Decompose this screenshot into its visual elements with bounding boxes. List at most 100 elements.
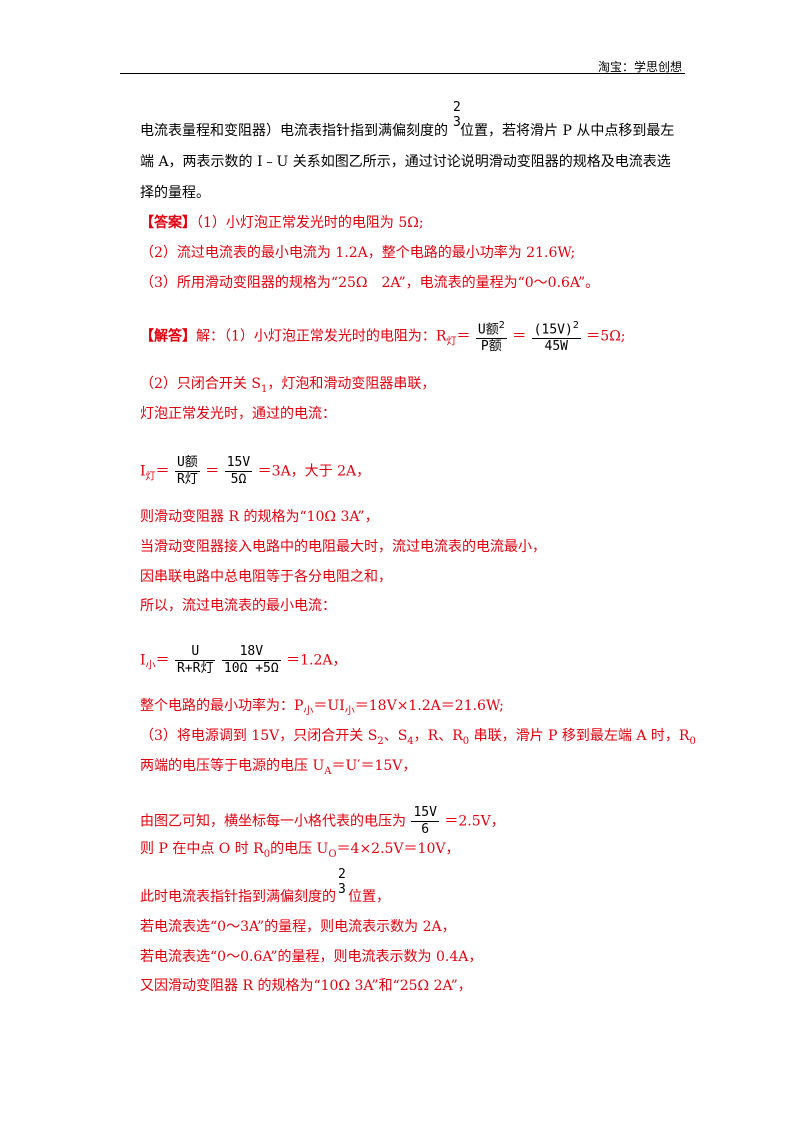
imin-result: ＝1.2A， bbox=[286, 652, 347, 669]
solution-p2-line-1: （2）只闭合开关 S1，灯泡和滑动变阻器串联， bbox=[140, 375, 435, 399]
i-f1-num: U额 bbox=[176, 455, 198, 470]
uo-c: ＝4×2.5V＝10V， bbox=[336, 841, 460, 857]
pmin-sub2: 小 bbox=[344, 705, 355, 717]
pointer-den: 3 bbox=[338, 882, 346, 897]
graph-f-den: 6 bbox=[411, 821, 439, 838]
graph-a: 由图乙可知，横坐标每一小格代表的电压为 bbox=[140, 813, 406, 830]
pointer-num: 2 bbox=[338, 867, 346, 882]
solution-intro: 解：（1）小灯泡正常发光时的电阻为：R bbox=[196, 328, 447, 345]
fraction-15v-6: 15V 6 bbox=[411, 805, 439, 838]
i-f2-den: 5Ω bbox=[224, 471, 253, 488]
answer-line-3: （3）所用滑动变阻器的规格为“25Ω 2A”，电流表的量程为“0～0.6A”。 bbox=[140, 275, 600, 291]
solution-uo-line: 则 P 在中点 O 时 R0的电压 UO＝4×2.5V＝10V， bbox=[140, 840, 459, 864]
pmin-c: ＝18V×1.2A＝21.6W; bbox=[354, 698, 504, 714]
solution-graph-line: 由图乙可知，横坐标每一小格代表的电压为 15V 6 ＝2.5V， bbox=[140, 805, 505, 838]
imin-eq: ＝ bbox=[155, 652, 170, 669]
pmin-a: 整个电路的最小功率为：P bbox=[140, 698, 304, 714]
solution-p2-line-2: 灯泡正常发光时，通过的电流： bbox=[140, 406, 336, 422]
answer-text-1: （1）小灯泡正常发光时的电阻为 5Ω; bbox=[196, 215, 424, 231]
f1-sup: 2 bbox=[498, 320, 505, 331]
pmin-sub1: 小 bbox=[303, 705, 314, 717]
fraction-18v-15ohm: 18V 10Ω +5Ω bbox=[221, 644, 281, 677]
eq-1: ＝ bbox=[456, 328, 471, 345]
f1-num: U额 bbox=[477, 322, 499, 338]
pointer-b: 位置， bbox=[348, 889, 390, 905]
solution-rheo-line: 则滑动变阻器 R 的规格为“10Ω 3A”， bbox=[140, 509, 379, 525]
p3-mid1: 、S bbox=[383, 728, 408, 744]
header-brand: 淘宝：学思创想 bbox=[597, 60, 682, 74]
p3-a: （3）将电源调到 15V，只闭合开关 S bbox=[140, 728, 378, 744]
result-1: ＝5Ω; bbox=[586, 328, 626, 345]
f2-den: 45W bbox=[531, 338, 581, 355]
i-f2-num: 15V bbox=[226, 455, 251, 470]
solution-line-1: 【解答】解：（1）小灯泡正常发光时的电阻为：R灯＝ U额2 P额 ＝ (15V)… bbox=[140, 318, 626, 355]
solution-range3-line: 若电流表选“0～3A”的量程，则电流表示数为 2A， bbox=[140, 919, 456, 935]
f2-sup: 2 bbox=[572, 320, 579, 331]
p3-sub4: 4 bbox=[407, 735, 414, 747]
solution-p3-line-1: （3）将电源调到 15V，只闭合开关 S2、S4，R、R0 串联，滑片 P 移到… bbox=[140, 727, 696, 751]
p3-sub2: 2 bbox=[377, 735, 384, 747]
imin-label: I bbox=[140, 652, 146, 669]
solution-label: 【解答】 bbox=[140, 328, 196, 345]
problem-line-1: 电流表量程和变阻器）电流表指针指到满偏刻度的位置，若将滑片 P 从中点移到最左 bbox=[140, 122, 674, 140]
uo-b: 的电压 U bbox=[270, 841, 329, 857]
solution-i-line: I灯＝ U额 R灯 ＝ 15V 5Ω ＝3A，大于 2A， bbox=[140, 455, 370, 488]
i-result: ＝3A，大于 2A， bbox=[257, 463, 371, 480]
solution-specs-line: 又因滑动变阻器 R 的规格为“10Ω 3A”和“25Ω 2A”， bbox=[140, 978, 472, 994]
problem-line-3: 择的量程。 bbox=[140, 185, 210, 201]
imin-f2-den: 10Ω +5Ω bbox=[221, 660, 281, 676]
solution-p3-line-2: 两端的电压等于电源的电压 UA＝U′＝15V， bbox=[140, 757, 416, 781]
i-f1-den: R灯 bbox=[174, 471, 200, 487]
pointer-fraction: 2 3 bbox=[338, 867, 346, 897]
solution-max-line: 当滑动变阻器接入电路中的电阻最大时，流过电流表的电流最小， bbox=[140, 539, 546, 555]
solution-range06-line: 若电流表选“0～0.6A”的量程，则电流表示数为 0.4A， bbox=[140, 949, 483, 965]
fraction-u-r: U额 R灯 bbox=[174, 455, 200, 488]
i-eq: ＝ bbox=[155, 463, 170, 480]
eq-2: ＝ bbox=[512, 328, 527, 345]
solution-so-line: 所以，流过电流表的最小电流： bbox=[140, 598, 336, 614]
header-rule bbox=[120, 73, 685, 74]
fraction-u-rsum: U R+R灯 bbox=[174, 644, 216, 677]
top-fraction-num: 2 bbox=[453, 100, 461, 115]
imin-sub: 小 bbox=[145, 660, 156, 672]
p3-l2-a: 两端的电压等于电源的电压 U bbox=[140, 758, 325, 774]
imin-f2-num: 18V bbox=[239, 644, 264, 659]
i-label: I bbox=[140, 463, 146, 480]
pmin-b: ＝UI bbox=[313, 698, 345, 714]
p3-mid3: 串联，滑片 P 移到最左端 A 时，R bbox=[469, 728, 690, 744]
graph-f-num: 15V bbox=[413, 805, 437, 820]
imin-f1-num: U bbox=[191, 644, 200, 659]
problem-line-2: 端 A，两表示数的 I﹣U 关系如图乙所示，通过讨论说明滑动变阻器的规格及电流表… bbox=[140, 154, 671, 170]
imin-f1-den: R+R灯 bbox=[174, 660, 216, 676]
p2-a: （2）只闭合开关 S bbox=[140, 376, 261, 392]
p3-sub0: 0 bbox=[462, 735, 470, 747]
i-sub: 灯 bbox=[145, 471, 156, 483]
answer-line-2: （2）流过电流表的最小电流为 1.2A，整个电路的最小功率为 21.6W; bbox=[140, 245, 576, 261]
uo-sub0: 0 bbox=[263, 848, 271, 860]
p2-sub: 1 bbox=[260, 383, 268, 395]
graph-b: ＝2.5V， bbox=[444, 813, 505, 830]
f2-num: (15V) bbox=[533, 322, 573, 338]
answer-label: 【答案】 bbox=[140, 215, 196, 231]
solution-series-line: 因串联电路中总电阻等于各分电阻之和， bbox=[140, 569, 392, 585]
answer-line-1: 【答案】（1）小灯泡正常发光时的电阻为 5Ω; bbox=[140, 214, 424, 232]
fraction-u2-p: U额2 P额 bbox=[475, 318, 507, 355]
uo-subO: O bbox=[328, 848, 337, 860]
p3-sub0b: 0 bbox=[689, 735, 696, 747]
problem-line-1-b: 位置，若将滑片 P 从中点移到最左 bbox=[460, 123, 675, 139]
fraction-15v-45w: (15V)2 45W bbox=[531, 318, 581, 355]
solution-pointer-line: 此时电流表指针指到满偏刻度的位置， bbox=[140, 888, 390, 906]
uo-a: 则 P 在中点 O 时 R bbox=[140, 841, 264, 857]
p3-l2-b: ＝U′＝15V， bbox=[331, 758, 417, 774]
top-fraction-den: 3 bbox=[453, 115, 461, 130]
i-eq-2: ＝ bbox=[205, 463, 220, 480]
problem-line-1-a: 电流表量程和变阻器）电流表指针指到满偏刻度的 bbox=[140, 123, 448, 139]
solution-imin-line: I小＝ U R+R灯 18V 10Ω +5Ω ＝1.2A， bbox=[140, 644, 347, 677]
sub-deng: 灯 bbox=[446, 336, 457, 348]
p2-b: ，灯泡和滑动变阻器串联， bbox=[267, 376, 436, 392]
fraction-15v-5ohm: 15V 5Ω bbox=[224, 455, 253, 488]
f1-den: P额 bbox=[475, 338, 507, 355]
top-fraction: 2 3 bbox=[453, 100, 461, 130]
p3-mid2: ，R、R bbox=[413, 728, 463, 744]
p3-subA: A bbox=[324, 765, 332, 777]
